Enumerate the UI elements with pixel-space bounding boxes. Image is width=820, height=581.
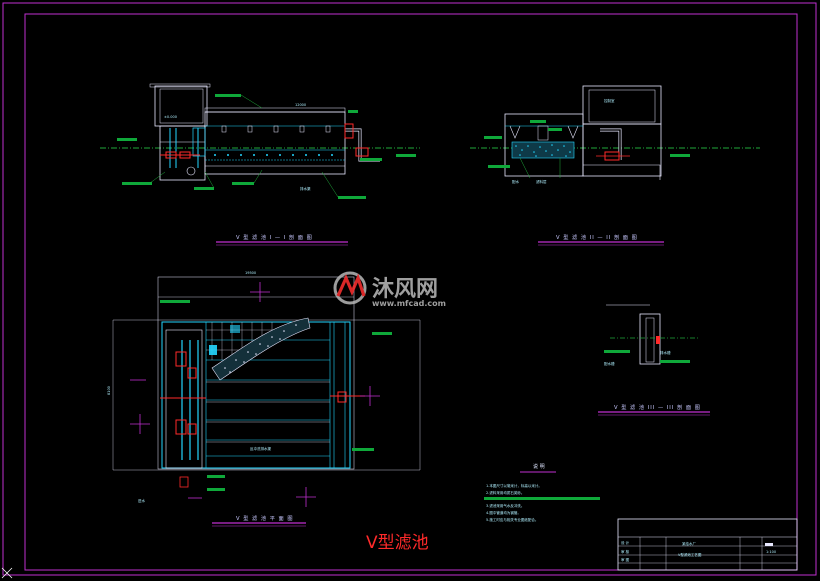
plan-view-drawing: 19500 8100 反冲洗排水渠 进水	[107, 271, 421, 507]
drawing-main-title: V型滤池	[366, 533, 429, 553]
watermark-cn: 沐风网	[372, 277, 438, 302]
note-line-3: 3.滤池采用气水反冲洗。	[486, 503, 524, 508]
section-2-drawing: 滤料层 配水 控制室	[470, 85, 760, 184]
section-1-drawing: 12000 ±0.000 排水渠	[100, 83, 420, 199]
title-block-row2: 审 核	[621, 549, 630, 554]
watermark: 沐风网 www.mfcad.com	[333, 271, 446, 308]
svg-text:12000: 12000	[295, 103, 306, 107]
title-block-row1: 设 计	[621, 540, 630, 545]
svg-text:控制室: 控制室	[604, 98, 615, 103]
svg-text:滤料层: 滤料层	[536, 179, 547, 184]
section-3-title-text: V 型 滤 池 III — III 剖 面 图	[614, 403, 701, 411]
svg-text:8100: 8100	[107, 386, 111, 395]
note-line-4: 4.图中管道均为钢管。	[486, 510, 521, 515]
section-3-title: V 型 滤 池 III — III 剖 面 图	[598, 403, 710, 416]
svg-text:19500: 19500	[245, 271, 256, 275]
note-line-2: 2.滤料采用均质石英砂。	[486, 490, 524, 495]
section-2-title-text: V 型 滤 池 II — II 剖 面 图	[556, 233, 638, 241]
plan-view-title-text: V 型 滤 池 平 面 图	[236, 514, 294, 522]
crosshair-cursor-icon	[1, 567, 13, 579]
title-block-project: 某给水厂	[682, 541, 696, 546]
notes-block: 说 明 1.本图尺寸以毫米计，标高以米计。 2.滤料采用均质石英砂。 3.滤池采…	[484, 463, 600, 522]
svg-text:配水槽: 配水槽	[604, 361, 615, 366]
svg-text:反冲洗排水渠: 反冲洗排水渠	[250, 446, 271, 451]
plan-view-title: V 型 滤 池 平 面 图	[212, 514, 306, 527]
svg-text:±0.000: ±0.000	[164, 115, 177, 119]
notes-title: 说 明	[533, 463, 545, 470]
section-3-drawing: 配水槽 排水槽	[604, 304, 700, 366]
title-block-drawing-name: V型滤池工艺图	[678, 552, 702, 557]
svg-text:排水槽: 排水槽	[660, 350, 671, 355]
section-2-title: V 型 滤 池 II — II 剖 面 图	[538, 233, 664, 246]
note-line-1: 1.本图尺寸以毫米计，标高以米计。	[486, 483, 542, 488]
svg-text:排水渠: 排水渠	[300, 186, 311, 191]
mfcad-logo-icon	[333, 271, 367, 305]
svg-text:进水: 进水	[138, 498, 145, 503]
watermark-url: www.mfcad.com	[372, 299, 446, 308]
sheet-border-inner	[24, 13, 798, 571]
section-1-title-text: V 型 滤 池 I — I 剖 面 图	[236, 233, 313, 241]
title-block-scale: 1:100	[766, 550, 776, 554]
title-block-row3: 审 图	[621, 557, 630, 562]
note-line-5: 5.施工时应与相关专业图纸配合。	[486, 517, 538, 522]
section-1-title: V 型 滤 池 I — I 剖 面 图	[216, 233, 348, 246]
svg-text:配水: 配水	[512, 179, 520, 184]
title-block: 设 计 审 核 审 图 某给水厂 V型滤池工艺图 1:100	[617, 518, 798, 571]
